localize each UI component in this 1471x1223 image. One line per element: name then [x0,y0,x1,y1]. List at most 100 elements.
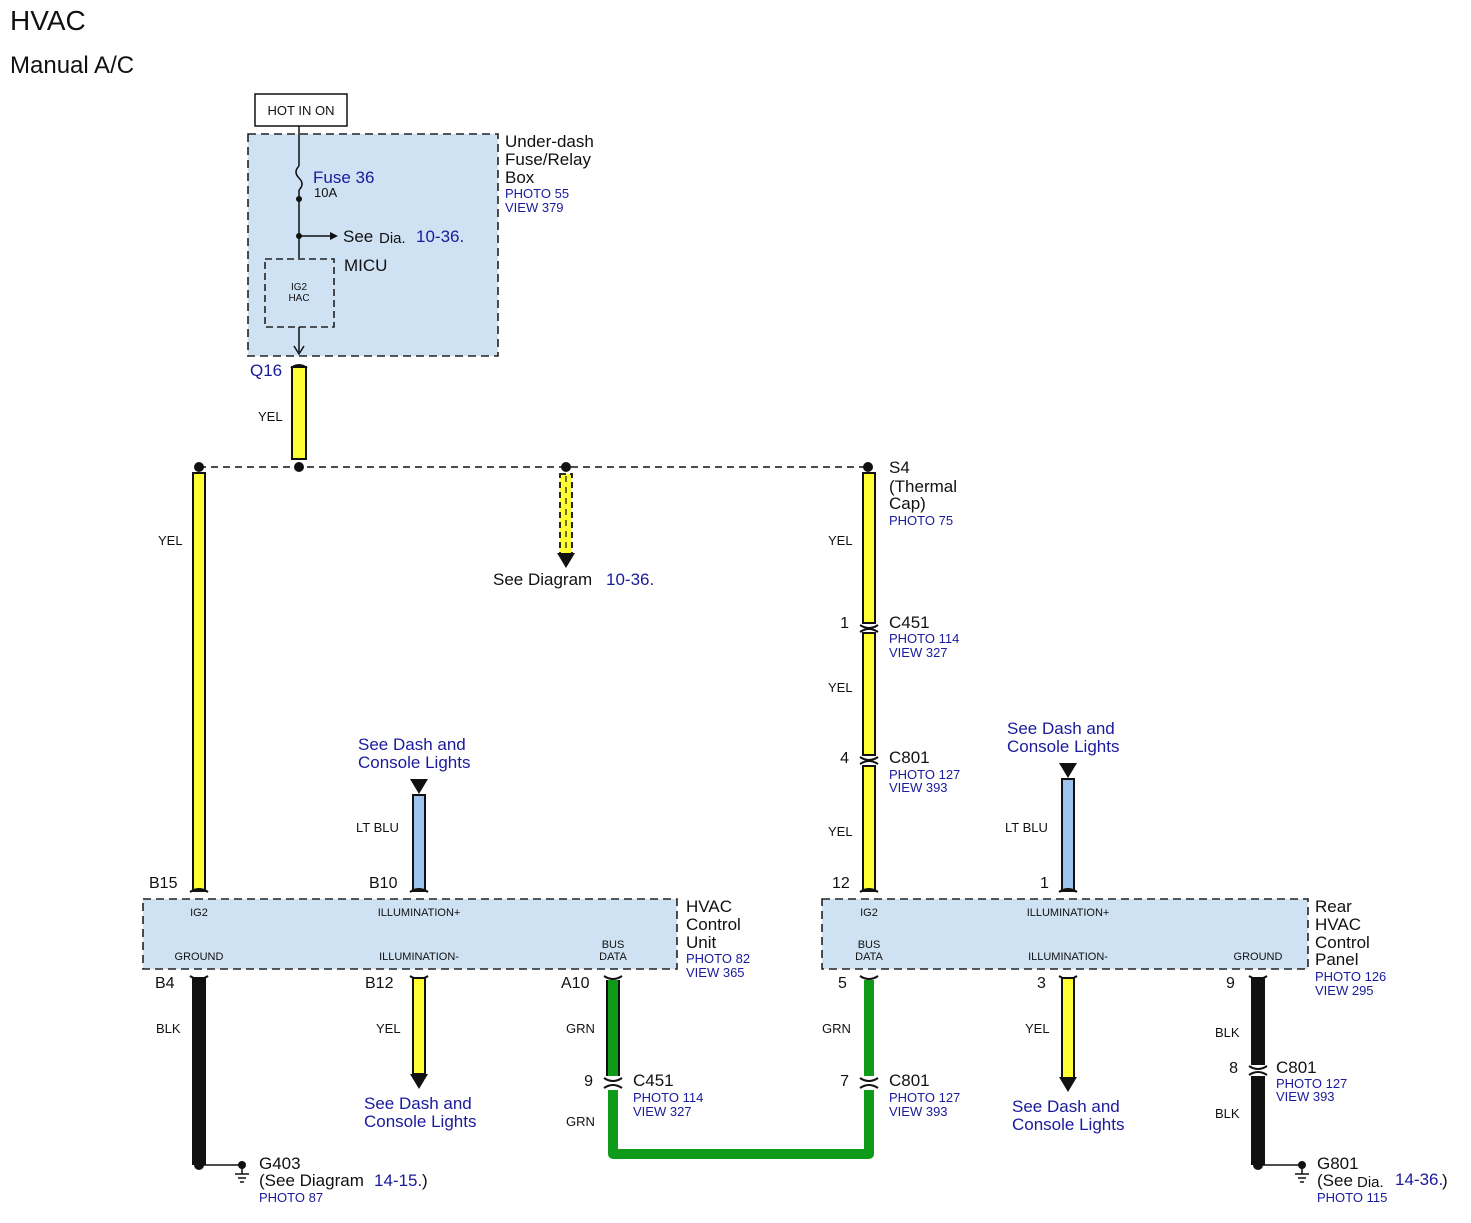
connector-pin: 7 [840,1073,849,1090]
rear-panel-view-link[interactable]: VIEW 295 [1315,983,1374,998]
pin-function: DATA [599,951,627,963]
dash-ref-link[interactable]: See Dash and [1007,719,1115,738]
pin-function: IG2 [190,907,208,919]
splice-s4-name: S4 [889,458,910,477]
rear-hvac-control-panel [821,898,1309,970]
fuse-box-name-line: Under-dash [505,132,594,151]
wire-p3-yel [1061,977,1075,1079]
wire-color-label: BLK [1215,1025,1240,1040]
pin-function: BUS [602,939,625,951]
pin-id: A10 [561,975,590,992]
dash-ref-link[interactable]: Console Lights [364,1112,476,1131]
ground-g403-prefix: (See Diagram [259,1171,364,1190]
ground-icon [1295,1165,1309,1183]
see-diagram-ref-link[interactable]: 10-36. [606,570,654,589]
dash-ref-link[interactable]: Console Lights [1012,1115,1124,1134]
fuse-box-photo-link[interactable]: PHOTO 55 [505,186,569,201]
wire-color-label: LT BLU [1005,820,1048,835]
rear-panel-name: Panel [1315,950,1358,969]
arrow-down-icon [410,779,428,794]
wire-color-label: YEL [828,680,853,695]
rear-panel-name: HVAC [1315,915,1361,934]
ground-g801-ref-link[interactable]: 14-36. [1395,1170,1443,1189]
pin-id: 9 [1226,975,1235,992]
connector-pin: 1 [840,615,849,632]
connector-c801-rear [1248,1065,1268,1076]
connector-name: C801 [889,1071,930,1090]
wire-color-label: GRN [566,1021,595,1036]
splice-s4-photo-link[interactable]: PHOTO 75 [889,513,953,528]
page-title: HVAC [10,5,86,36]
connector-view-link[interactable]: VIEW 327 [633,1104,692,1119]
fuse-see-dia: Dia. [379,230,406,247]
connector-c451-bottom [603,1077,623,1089]
wire-color-label: BLK [156,1021,181,1036]
pin-function: GROUND [1234,951,1283,963]
wire-color-label: YEL [258,409,283,424]
fuse-name: Fuse 36 [313,168,374,187]
wire-color-label: YEL [376,1021,401,1036]
connector-view-link[interactable]: VIEW 393 [889,1104,948,1119]
fuse-box-view-link[interactable]: VIEW 379 [505,200,564,215]
connector-view-link[interactable]: VIEW 327 [889,645,948,660]
arrow-right-icon [330,232,338,240]
hvac-unit-view-link[interactable]: VIEW 365 [686,965,745,980]
arrow-down-icon [293,345,305,356]
connector-c801-bottom [859,1077,879,1089]
dash-ref-link[interactable]: See Dash and [364,1094,472,1113]
splice-node [194,462,204,472]
connector-photo-link[interactable]: PHOTO 127 [889,767,960,782]
connector-view-link[interactable]: VIEW 393 [1276,1089,1335,1104]
wire-color-label: YEL [158,533,183,548]
rear-panel-photo-link[interactable]: PHOTO 126 [1315,969,1386,984]
pin-function: ILLUMINATION+ [1027,907,1110,919]
ground-g403-photo-link[interactable]: PHOTO 87 [259,1190,323,1205]
dash-ref-link[interactable]: See Dash and [1012,1097,1120,1116]
connector-photo-link[interactable]: PHOTO 127 [889,1090,960,1105]
pin-function: ILLUMINATION- [1028,951,1108,963]
arrow-down-icon [410,1074,428,1089]
fuse-see-prefix: See [343,227,373,246]
connector-view-link[interactable]: VIEW 393 [889,780,948,795]
splice-node [863,462,873,472]
ground-g801-suffix: ) [1442,1171,1448,1190]
wire-color-label: GRN [822,1021,851,1036]
ground-g801-photo-link[interactable]: PHOTO 115 [1317,1190,1387,1205]
ground-g801-prefix: (See [1317,1171,1353,1190]
connector-photo-link[interactable]: PHOTO 114 [889,631,959,646]
pin-id: B15 [149,875,178,892]
dash-ref-link[interactable]: See Dash and [358,735,466,754]
pin-function: ILLUMINATION- [379,951,459,963]
page-subtitle: Manual A/C [10,52,134,79]
splice-node [294,462,304,472]
connector-pin: 4 [840,750,849,767]
connector-photo-link[interactable]: PHOTO 114 [633,1090,703,1105]
dash-ref-link[interactable]: Console Lights [1007,737,1119,756]
connector-name: C451 [633,1071,674,1090]
fuse-see-ref-link[interactable]: 10-36. [416,227,464,246]
arrow-down-icon [1059,1077,1077,1092]
fuse-box-name: Under-dash Fuse/Relay Box [505,132,594,187]
wire-p9-blk [1251,977,1265,1165]
wire-color-label: LT BLU [356,820,399,835]
hvac-unit-name: Unit [686,933,717,952]
ground-g801-name: G801 [1317,1154,1359,1173]
splice-s4-line: Cap) [889,494,926,513]
hot-in-on-label: HOT IN ON [268,103,335,118]
connector-pin: 9 [584,1073,593,1090]
hvac-unit-photo-link[interactable]: PHOTO 82 [686,951,750,966]
micu-pin-label: HAC [288,293,309,304]
connector-photo-link[interactable]: PHOTO 127 [1276,1076,1347,1091]
ground-g801-dia: Dia. [1357,1174,1384,1191]
hot-in-on-box [254,93,348,127]
dash-ref-link[interactable]: Console Lights [358,753,470,772]
pin-function: ILLUMINATION+ [378,907,461,919]
wire-s4-yel [862,472,876,892]
hvac-unit-name: Control [686,915,741,934]
see-diagram-prefix: See Diagram [493,570,592,589]
micu-pin-label: IG2 [291,282,308,293]
connector-name: C801 [889,748,930,767]
pin-id: B10 [369,875,398,892]
splice-node [561,462,571,472]
ground-g403-ref-link[interactable]: 14-15. [374,1171,422,1190]
